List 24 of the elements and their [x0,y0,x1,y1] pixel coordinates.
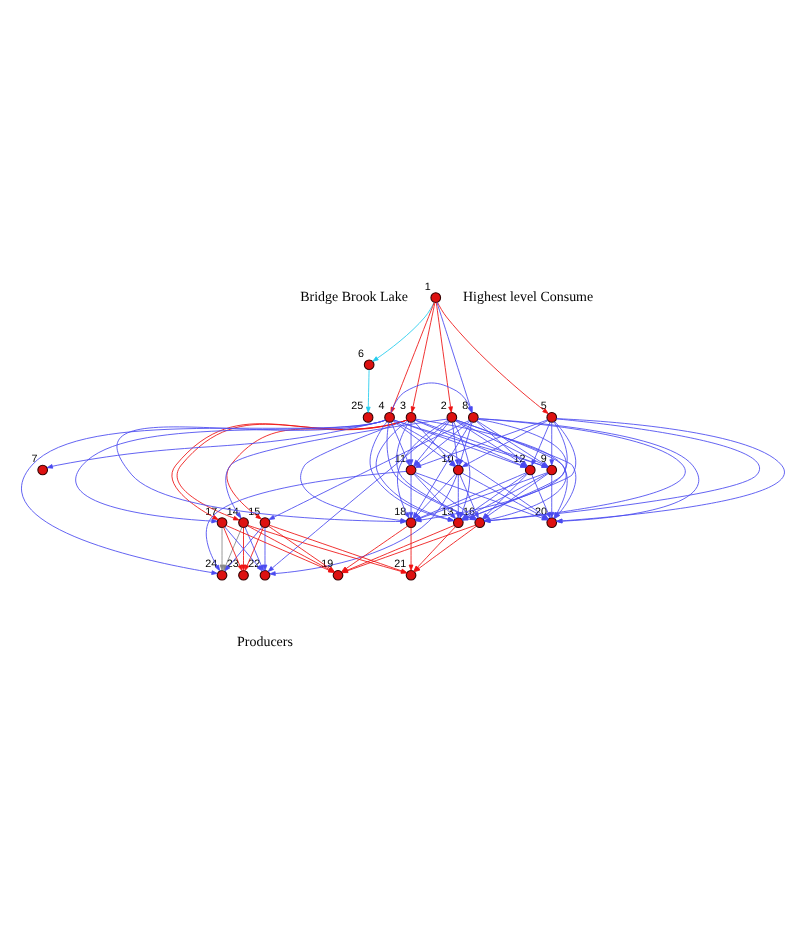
arrow [365,368,371,412]
node-circle [363,358,375,370]
node-circle [332,568,344,580]
node-circle [405,463,417,475]
arrow [372,301,435,361]
arrow [556,417,785,523]
arrow [262,526,268,570]
node-circle [430,291,442,302]
node-circle [238,568,249,580]
arrow [408,421,414,465]
arrow [408,473,414,518]
node-circle [446,411,458,422]
arrow [241,526,246,570]
arrow [435,301,453,412]
arrow [390,301,435,413]
node-circle [405,568,417,580]
node-circle [405,411,417,422]
arrow [408,526,414,570]
node-circle [216,568,228,580]
arrow [410,301,436,412]
node-circle [259,568,271,580]
arrow [219,526,225,570]
node-circle [405,516,417,527]
node-circle [37,463,49,475]
